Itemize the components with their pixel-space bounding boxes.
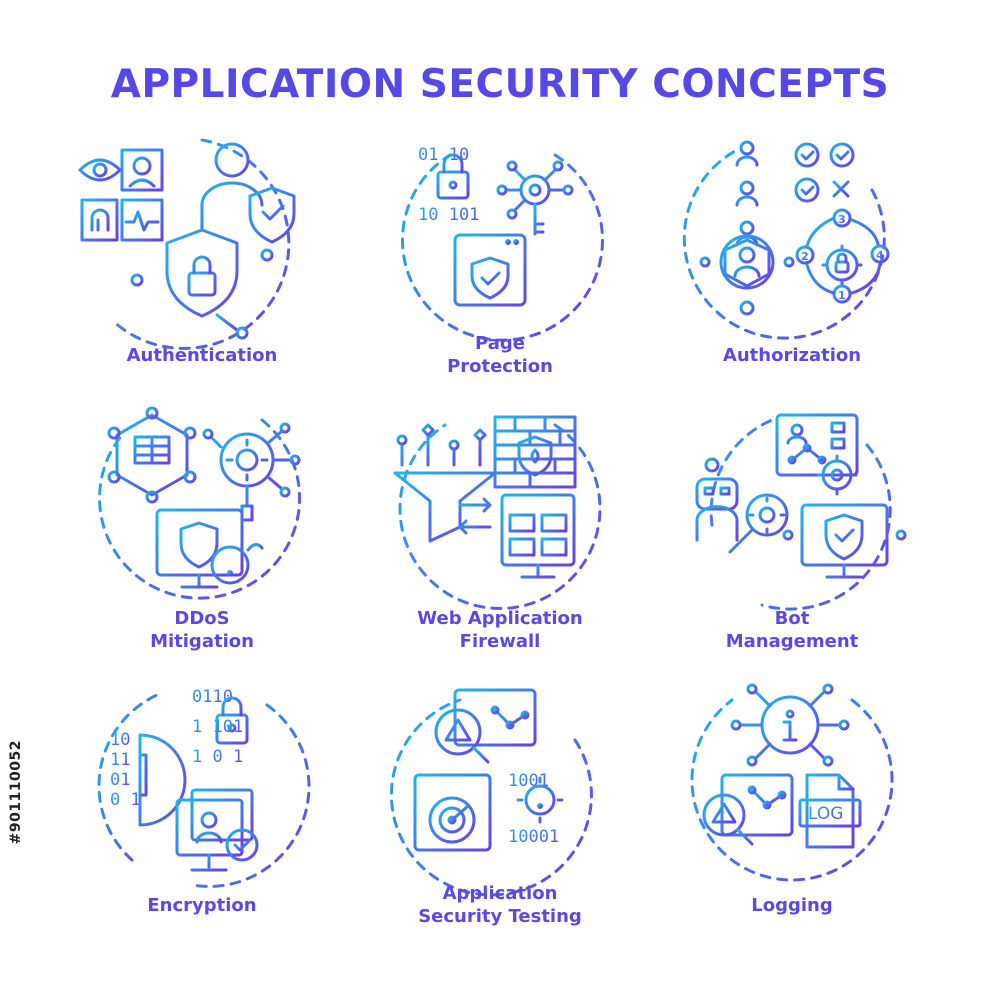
svg-text:10001: 10001 — [508, 827, 559, 847]
concept-label: DDoS Mitigation — [150, 608, 254, 652]
page-protection-icon: 01 10 10 101 — [401, 145, 604, 342]
svg-text:10 101: 10 101 — [418, 205, 479, 225]
page-title: APPLICATION SECURITY CONCEPTS — [110, 62, 890, 107]
concept-label: Authorization — [722, 345, 862, 366]
ddos-mitigation-icon — [98, 406, 302, 600]
concept-label: Logging — [751, 895, 833, 916]
web-application-firewall-icon — [393, 415, 602, 611]
svg-text:3: 3 — [838, 213, 846, 226]
svg-text:0 1: 0 1 — [110, 790, 141, 810]
svg-text:1001: 1001 — [508, 771, 549, 791]
concept-label: Page Protection — [447, 333, 553, 377]
concept-ddos-mitigation: DDoS Mitigation — [52, 405, 352, 675]
svg-text:1 0 1: 1 0 1 — [192, 747, 243, 767]
encryption-icon: 0110 1 101 1 0 1 10 11 01 0 1 — [97, 687, 311, 888]
concept-label: Bot Management — [725, 608, 859, 652]
svg-text:01: 01 — [110, 770, 130, 790]
concept-logging: LOG Logging — [642, 680, 942, 950]
authorization-icon: 3 4 2 1 — [682, 140, 890, 340]
authentication-icon — [78, 138, 296, 350]
concept-authorization: 3 4 2 1 Authorization — [642, 130, 942, 400]
svg-text:11: 11 — [110, 750, 130, 770]
concept-label: Web Application Firewall — [417, 608, 583, 652]
svg-text:2: 2 — [801, 250, 809, 263]
concept-label: Application Security Testing — [418, 883, 582, 927]
svg-text:10: 10 — [110, 730, 130, 750]
concept-bot-management: Bot Management — [642, 405, 942, 675]
concept-label: Authentication — [126, 345, 278, 366]
concept-authentication: Authentication — [52, 130, 352, 400]
concept-page-protection: 01 10 10 101 Page Protection — [350, 130, 650, 400]
stock-id: #901110052 — [8, 740, 24, 845]
application-security-testing-icon: 1001 10001 — [389, 688, 593, 897]
svg-text:1: 1 — [838, 289, 846, 302]
logging-icon: LOG — [690, 683, 894, 882]
bot-management-icon — [695, 413, 907, 611]
concept-web-application-firewall: Web Application Firewall — [350, 405, 650, 675]
svg-text:4: 4 — [876, 249, 884, 262]
concept-application-security-testing: 1001 10001 Application Security Testing — [350, 680, 650, 950]
svg-text:01 10: 01 10 — [418, 145, 469, 165]
svg-text:0110: 0110 — [192, 687, 233, 707]
concept-label: Encryption — [147, 895, 257, 916]
svg-text:LOG: LOG — [808, 804, 843, 824]
concept-encryption: 0110 1 101 1 0 1 10 11 01 0 1 Encryption — [52, 680, 352, 950]
